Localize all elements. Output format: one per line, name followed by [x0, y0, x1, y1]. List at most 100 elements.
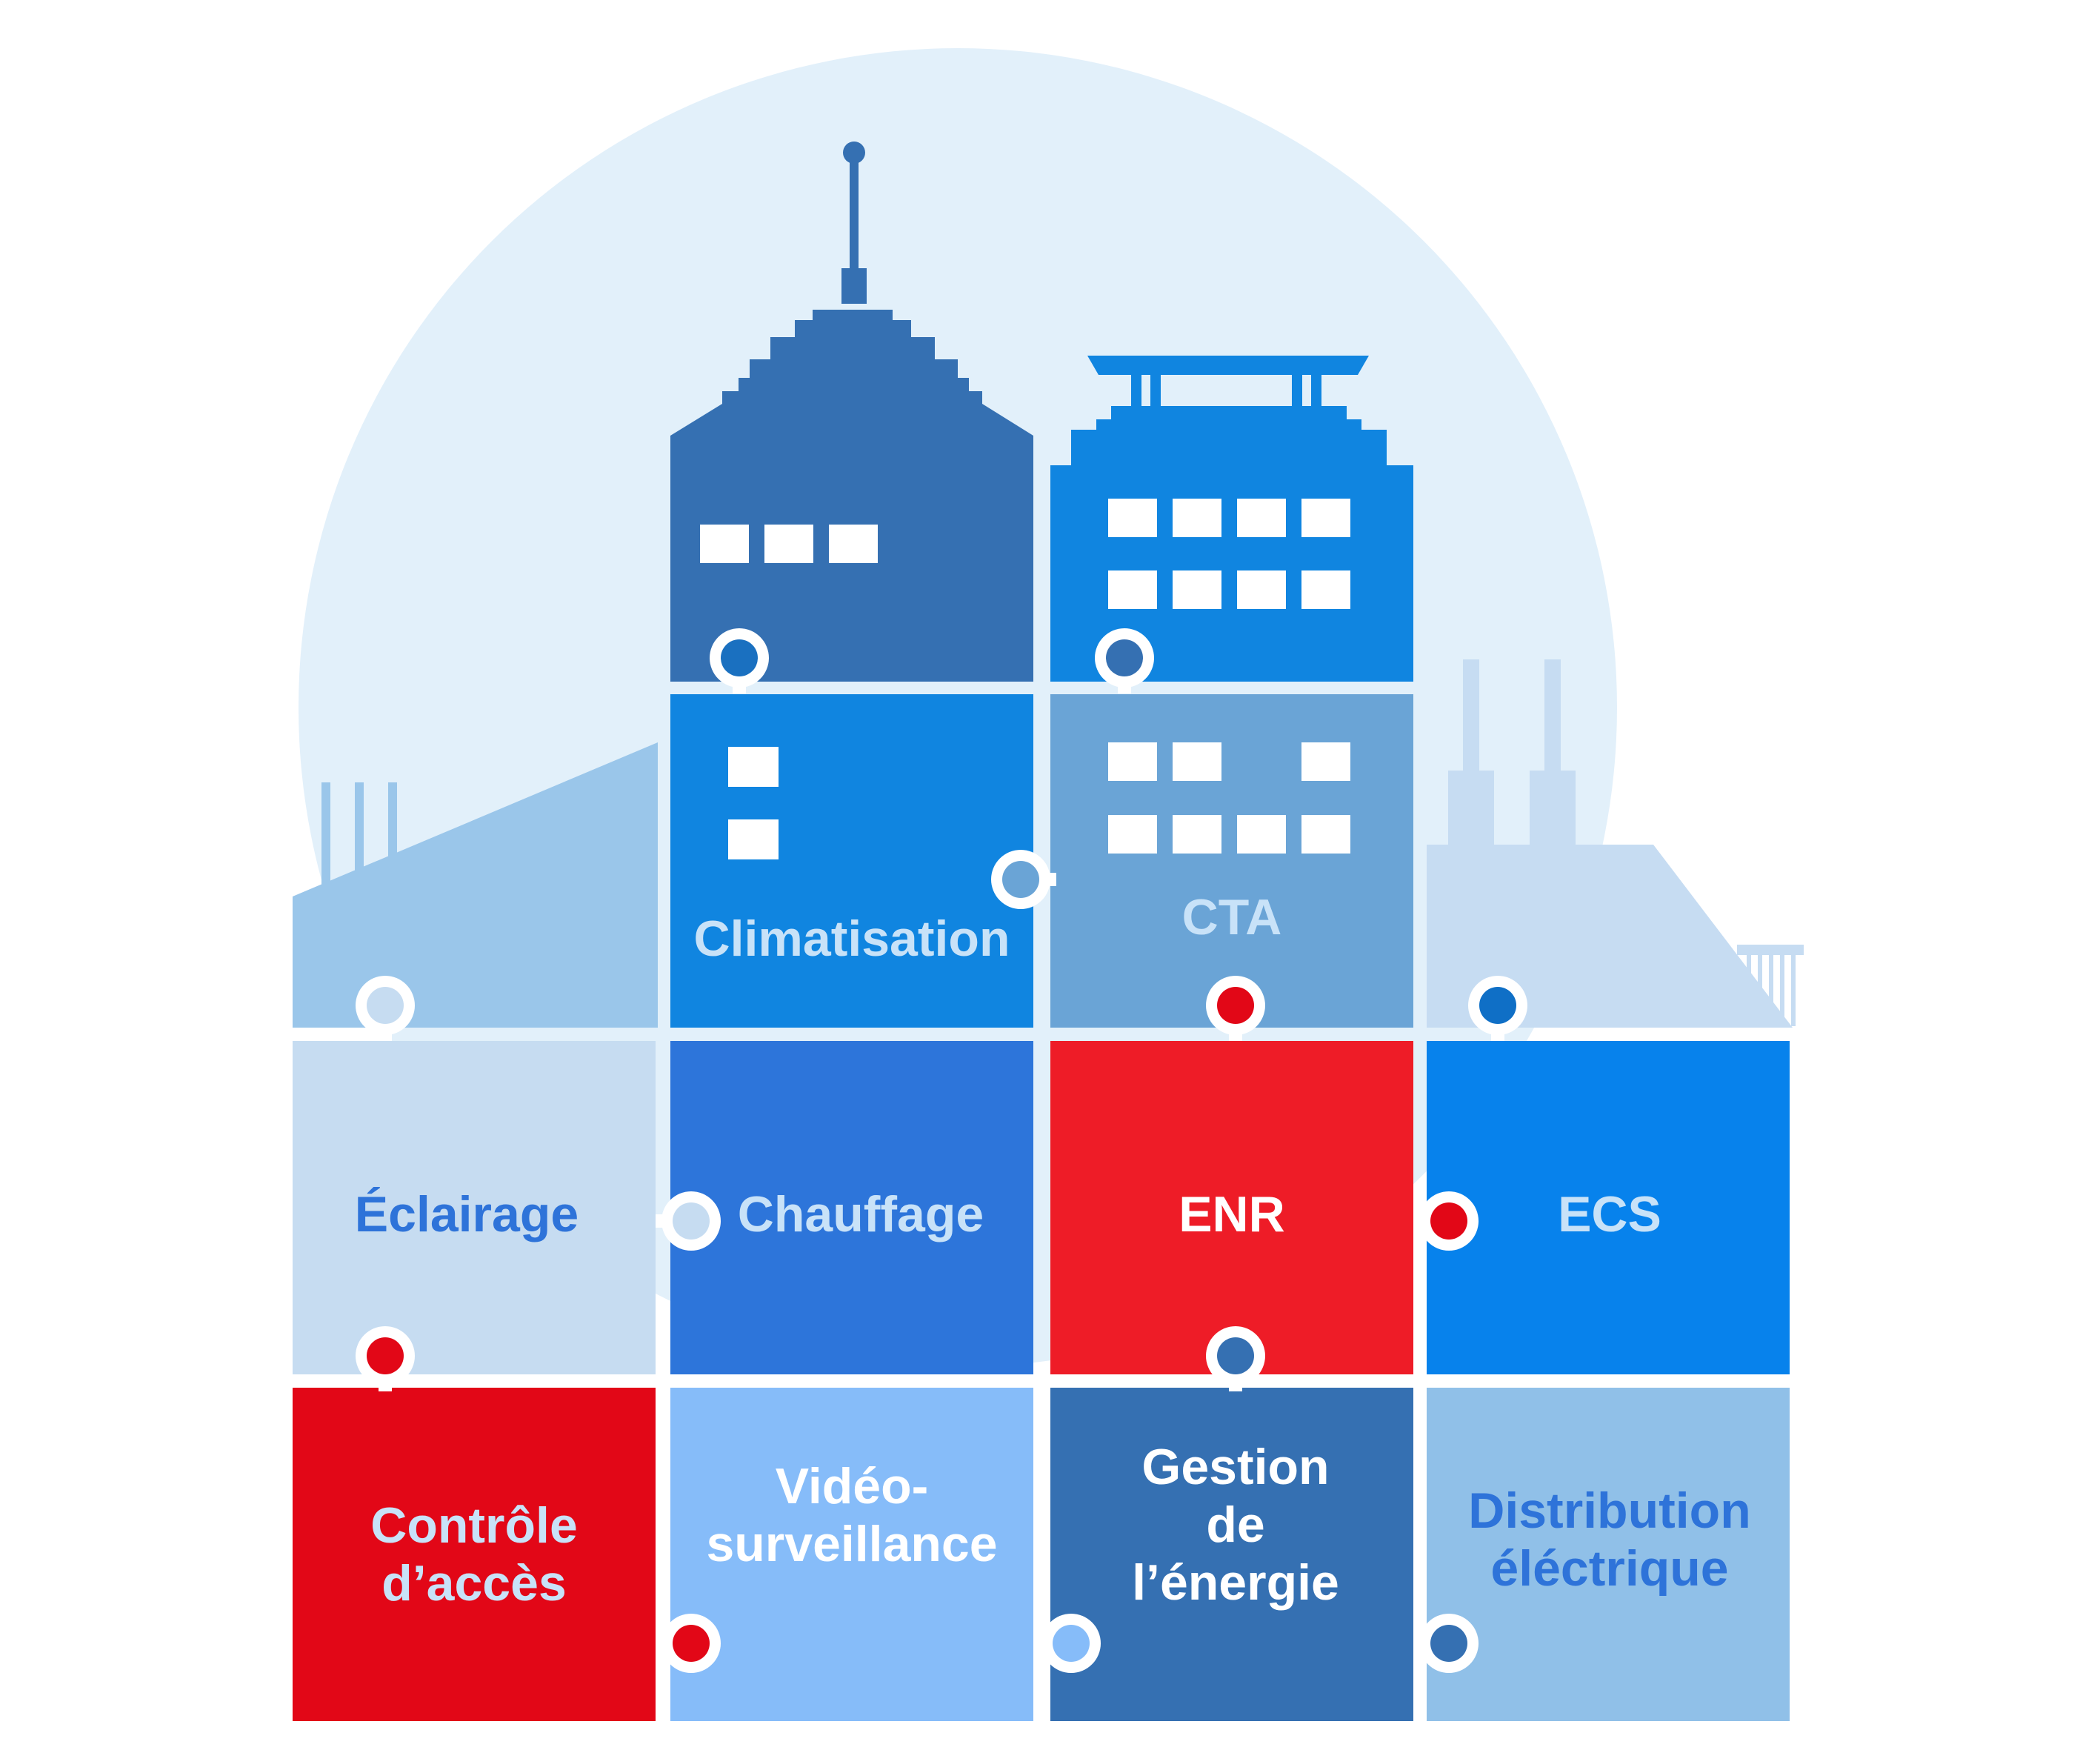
right-tower-roof-slab [1087, 356, 1369, 375]
right-tower-window [1108, 570, 1157, 609]
antenna-mast [850, 153, 859, 271]
connector-dot [1217, 1337, 1254, 1374]
connector-knob [656, 1614, 721, 1673]
tile-label-line: Vidéo- [776, 1458, 929, 1514]
tile-gestion-energie-bg [1050, 1388, 1413, 1721]
tile-cta-label: CTA [1182, 889, 1282, 945]
tile-label-line: Climatisation [694, 911, 1010, 967]
right-chimney-base-1 [1448, 771, 1494, 845]
connector-knob [356, 976, 415, 1041]
connector-knob [1206, 1326, 1265, 1391]
connector-dot [1217, 987, 1254, 1024]
tile-label-line: CTA [1182, 889, 1282, 945]
tile-label-line: Éclairage [355, 1186, 579, 1242]
cta-window [1301, 742, 1350, 781]
right-tower-window [1108, 499, 1157, 537]
tile-eclairage-bg [293, 1041, 656, 1374]
cta-window [1173, 815, 1221, 854]
left-factory [293, 742, 658, 1028]
tile-distribution-electrique-bg [1427, 1388, 1790, 1721]
tile-controle-acces-bg [293, 1388, 656, 1721]
connector-dot [673, 1625, 710, 1662]
roof-post [1150, 375, 1161, 406]
tile-label-line: surveillance [706, 1516, 997, 1572]
tile-cta: CTA [1050, 694, 1413, 1028]
right-tower-window [1173, 570, 1221, 609]
connector-dot [1002, 861, 1039, 898]
connector-knob [1036, 1614, 1101, 1673]
left-tower-body [670, 310, 1033, 682]
tile-chauffage-label: Chauffage [738, 1186, 984, 1242]
right-tower-window [1237, 570, 1286, 609]
cta-window [1108, 815, 1157, 854]
tile-ecs: ECS [1427, 1041, 1790, 1374]
tile-ecs-bg [1427, 1041, 1790, 1374]
cta-window [1108, 742, 1157, 781]
tile-climatisation-bg [670, 694, 1033, 1028]
right-chimney-1 [1463, 659, 1479, 771]
right-chimney-base-2 [1530, 771, 1576, 845]
tile-video-surveillance-bg [670, 1388, 1033, 1721]
tile-label-line: ECS [1558, 1186, 1661, 1242]
puzzle-connectors [356, 628, 1527, 1673]
tile-chauffage-bg [670, 1041, 1033, 1374]
tile-label-line: l’énergie [1132, 1554, 1339, 1611]
right-tower-window [1173, 499, 1221, 537]
connector-knob [1206, 976, 1265, 1041]
connector-dot [1479, 987, 1516, 1024]
roof-post [1311, 375, 1321, 406]
cta-window [1301, 815, 1350, 854]
tile-video-surveillance: Vidéo-surveillance [670, 1388, 1033, 1721]
tile-climatisation: Climatisation [670, 694, 1033, 1028]
right-tower-window [1301, 499, 1350, 537]
left-factory-roof [293, 742, 658, 1028]
connector-knob [656, 1191, 721, 1251]
left-tower [670, 142, 1033, 682]
connector-knob [1468, 976, 1527, 1041]
cta-window [1173, 742, 1221, 781]
tile-chauffage: Chauffage [670, 1041, 1033, 1374]
tile-eclairage: Éclairage [293, 1041, 656, 1374]
antenna-base [841, 268, 867, 304]
tile-label-line: Gestion [1141, 1439, 1329, 1495]
tile-label-line: de [1206, 1497, 1264, 1553]
connector-dot [367, 987, 404, 1024]
right-chimney-2 [1544, 659, 1561, 771]
connector-knob [1413, 1614, 1479, 1673]
left-tower-window [700, 525, 749, 563]
connector-knob [1413, 1191, 1479, 1251]
tile-enr: ENR [1050, 1041, 1413, 1374]
tile-label-line: éléctrique [1490, 1540, 1728, 1597]
connector-knob [356, 1326, 415, 1391]
tile-label-line: Distribution [1468, 1483, 1751, 1539]
roof-post [1131, 375, 1141, 406]
right-factory-rail [1737, 945, 1804, 955]
right-factory [1427, 659, 1804, 1028]
connector-dot [1106, 639, 1143, 676]
roof-post [1292, 375, 1302, 406]
tile-label-line: Chauffage [738, 1186, 984, 1242]
connector-dot [367, 1337, 404, 1374]
connector-knob [710, 628, 769, 693]
tile-video-surveillance-label: Vidéo-surveillance [706, 1458, 997, 1572]
connector-dot [1430, 1202, 1467, 1240]
tile-label-line: ENR [1179, 1186, 1285, 1242]
climatisation-window [728, 819, 779, 859]
tile-eclairage-label: Éclairage [355, 1186, 579, 1242]
right-tower-window [1237, 499, 1286, 537]
right-factory-railing [1747, 955, 1796, 1026]
left-chimney-1 [321, 782, 330, 894]
tile-enr-bg [1050, 1041, 1413, 1374]
tile-climatisation-label: Climatisation [694, 911, 1010, 967]
right-tower-window [1301, 570, 1350, 609]
connector-knob [991, 850, 1056, 909]
tile-ecs-label: ECS [1558, 1186, 1661, 1242]
connector-dot [721, 639, 758, 676]
right-tower [1050, 356, 1413, 682]
